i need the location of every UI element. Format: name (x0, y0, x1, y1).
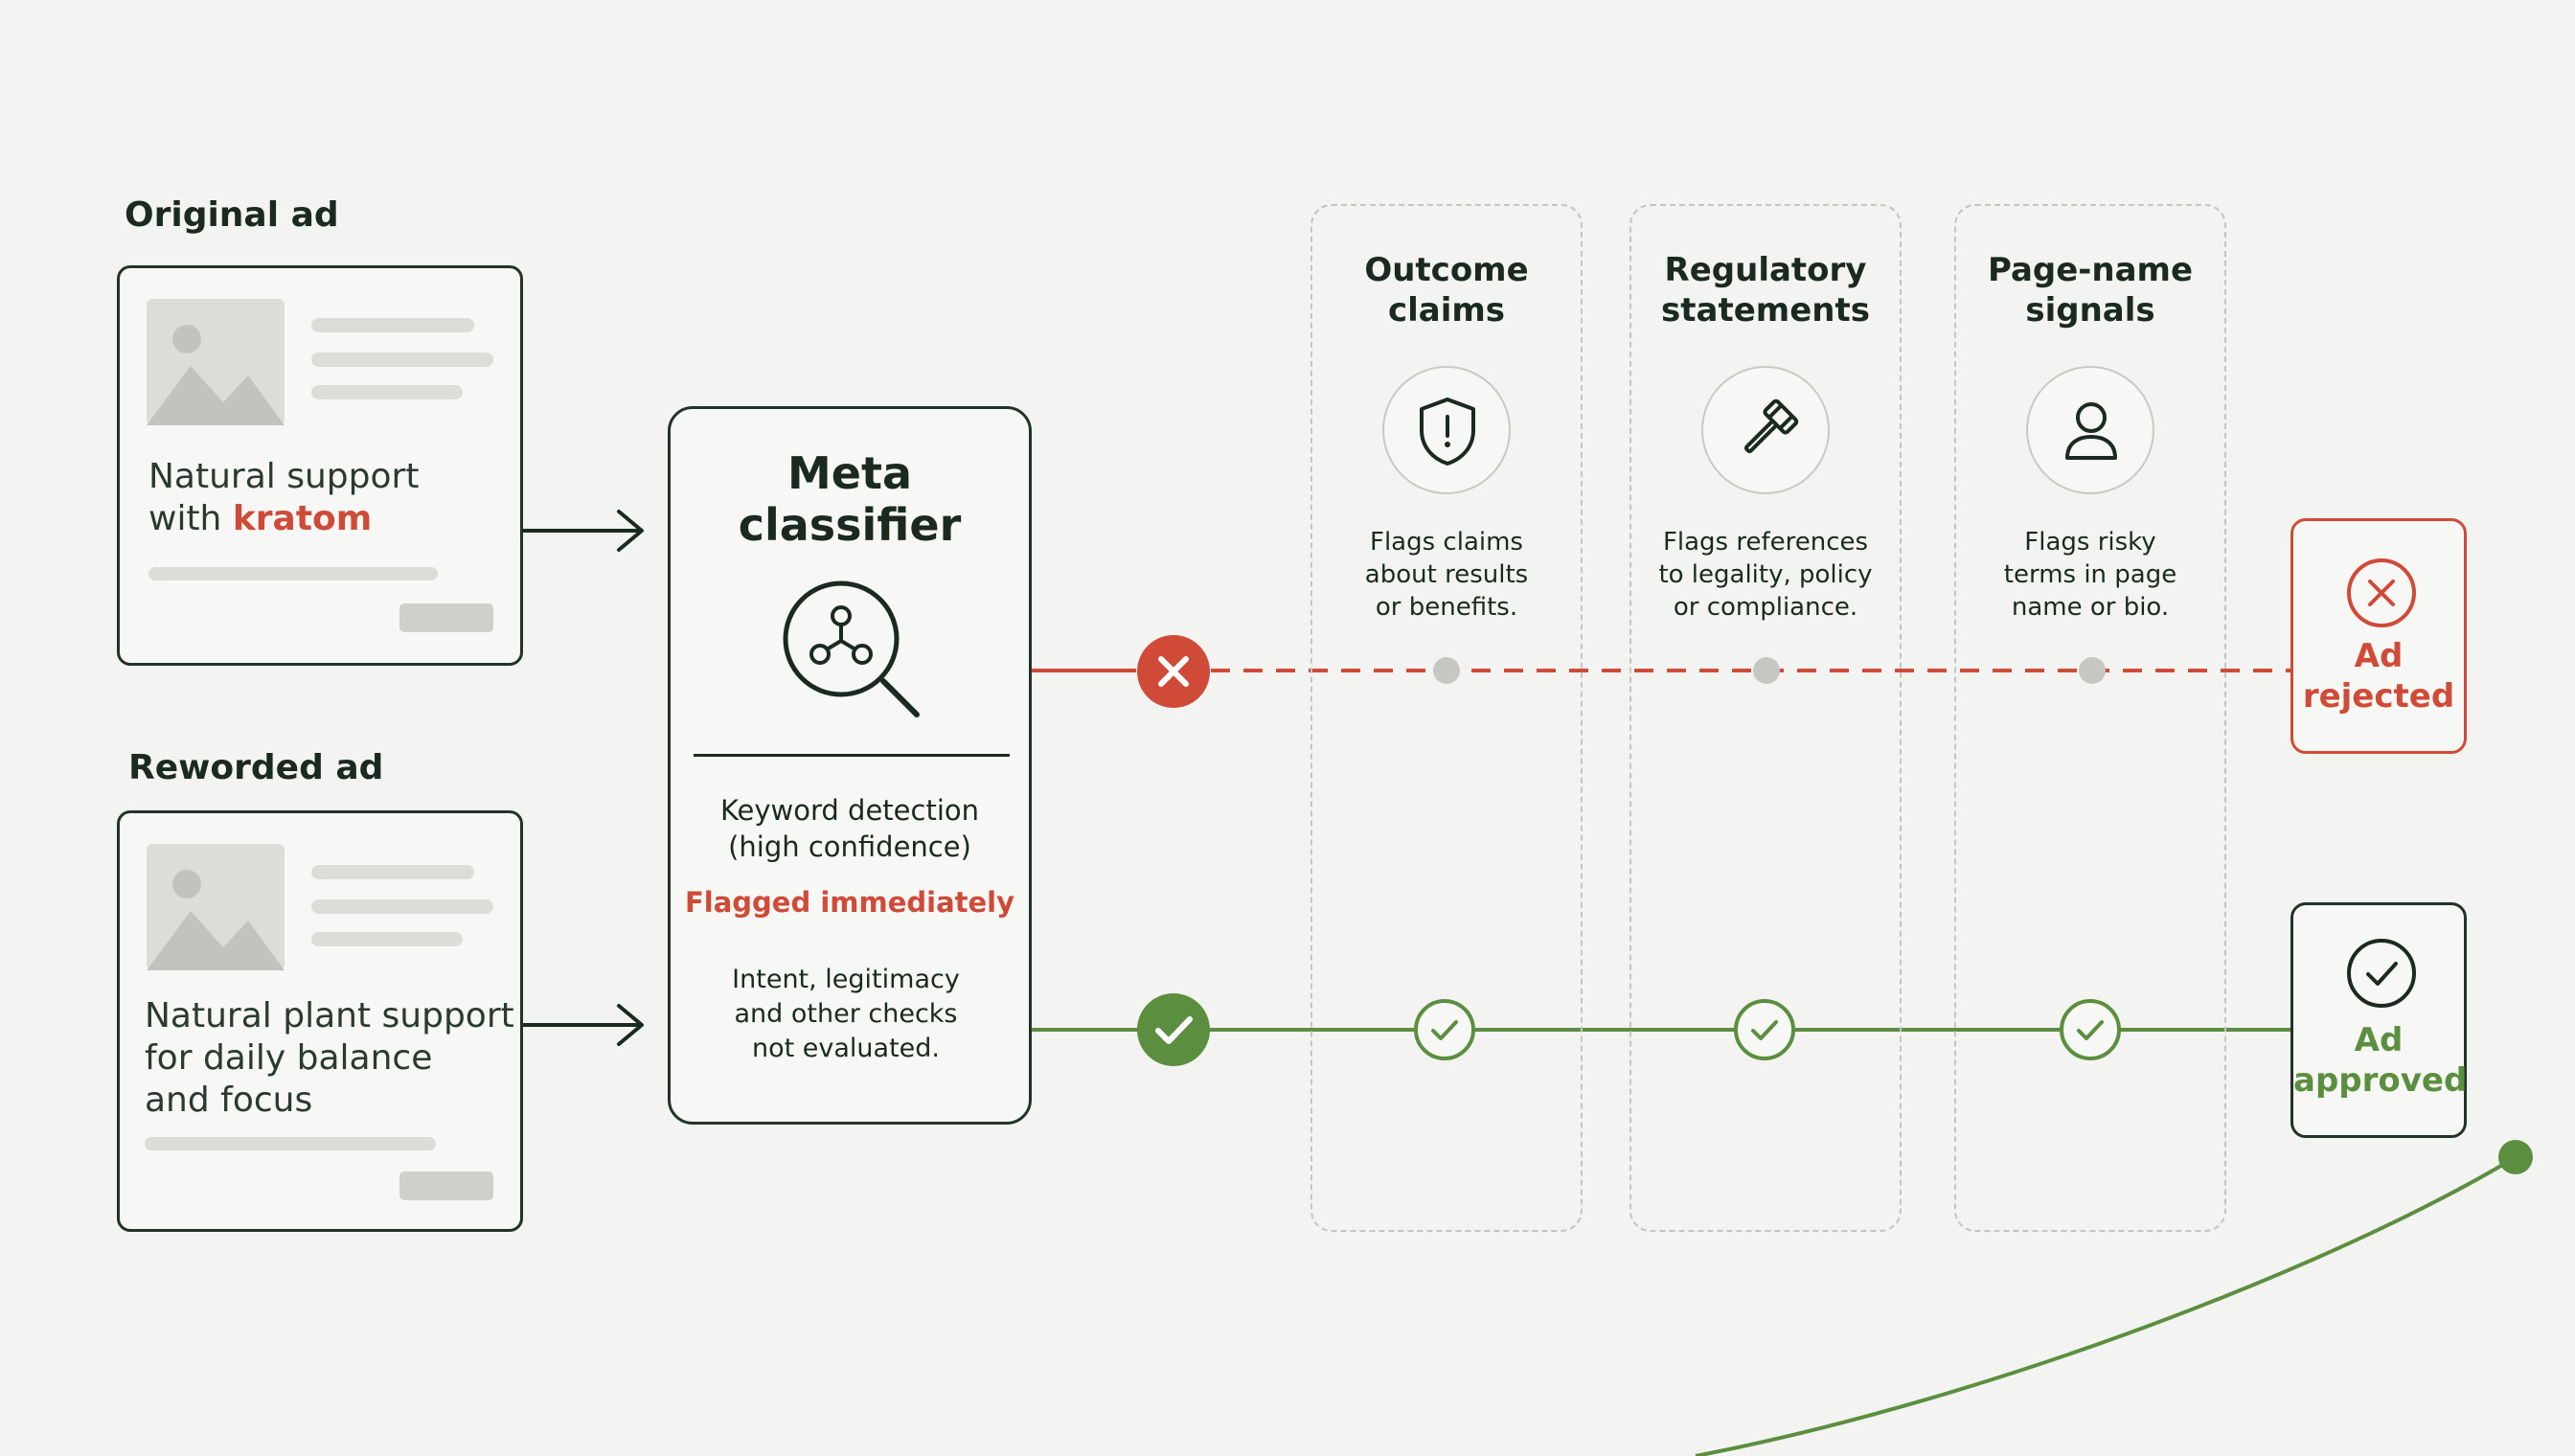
text-placeholder-line (311, 899, 493, 914)
arrow-reworded-to-classifier (519, 1004, 644, 1046)
original-ad-copy: Natural support with kratom (148, 456, 513, 540)
skipped-dot-outcome (1433, 657, 1460, 684)
check-description: Flags claims about results or benefits. (1364, 528, 1529, 622)
passed-check-icon-pagename (2060, 999, 2121, 1060)
reject-x-icon (1137, 635, 1210, 708)
check-description: Flags references to legality, policy or … (1658, 528, 1873, 622)
check-icon-circle (1382, 366, 1511, 494)
original-ad-card: Natural support with kratom (117, 265, 523, 666)
reworded-ad-label: Reworded ad (128, 748, 384, 787)
text-placeholder-line (145, 1137, 436, 1150)
user-icon (2065, 402, 2117, 460)
flagged-keyword: kratom (232, 499, 373, 538)
classifier-note: Intent, legitimacy and other checks not … (732, 965, 960, 1063)
check-column-outcome-claims: Outcome claims Flags claims about result… (1310, 204, 1583, 1232)
decorative-curve (1695, 1155, 2518, 1456)
gavel-icon (1743, 398, 1799, 454)
original-ad-text: Natural support with (148, 457, 420, 538)
original-ad-label: Original ad (125, 195, 339, 235)
ad-rejected-box: Ad rejected (2290, 518, 2467, 754)
ad-rejected-label: Ad rejected (2302, 637, 2455, 716)
check-icon-circle (2026, 366, 2154, 494)
magnifier-network-icon (783, 580, 920, 717)
cta-placeholder-button (399, 603, 493, 632)
check-icon-circle (1701, 366, 1830, 494)
passed-check-icon-outcome (1414, 999, 1475, 1060)
text-placeholder-line (311, 353, 493, 367)
reworded-ad-copy: Natural plant support for daily balance … (145, 996, 514, 1120)
text-placeholder-line (148, 567, 438, 580)
image-placeholder-icon (147, 844, 285, 970)
meta-classifier-card: Meta classifier Keyword detection (high … (668, 406, 1032, 1125)
text-placeholder-line (311, 318, 474, 332)
text-placeholder-line (311, 385, 463, 399)
check-description: Flags risky terms in page name or bio. (2003, 528, 2177, 622)
check-column-page-name-signals: Page-name signals Flags risky terms in p… (1954, 204, 2226, 1232)
ad-approved-box: Ad approved (2290, 902, 2467, 1138)
ad-approved-label: Ad approved (2293, 1021, 2468, 1100)
text-placeholder-line (311, 932, 463, 946)
classifier-detection: Keyword detection (high confidence) (719, 794, 980, 863)
check-column-regulatory-statements: Regulatory statements Flags references t… (1629, 204, 1902, 1232)
x-circle-icon (2347, 558, 2416, 627)
shield-alert-icon (1420, 398, 1475, 466)
approve-check-icon (1137, 993, 1210, 1066)
arrow-original-to-classifier (519, 510, 644, 552)
check-title: Regulatory statements (1661, 251, 1870, 330)
check-title: Page-name signals (1987, 251, 2194, 330)
cta-placeholder-button (399, 1172, 493, 1200)
skipped-dot-regulatory (1753, 657, 1780, 684)
image-placeholder-icon (147, 299, 285, 425)
passed-check-icon-regulatory (1734, 999, 1795, 1060)
text-placeholder-line (311, 865, 474, 879)
check-circle-icon (2347, 939, 2416, 1008)
classifier-title: Meta classifier (738, 447, 962, 551)
classifier-flag: Flagged immediately (684, 886, 1015, 919)
check-title: Outcome claims (1364, 251, 1529, 330)
decorative-curve-end-dot (2498, 1140, 2533, 1174)
classifier-divider (694, 754, 1010, 757)
reworded-ad-card: Natural plant support for daily balance … (117, 810, 523, 1232)
skipped-dot-pagename (2079, 657, 2106, 684)
